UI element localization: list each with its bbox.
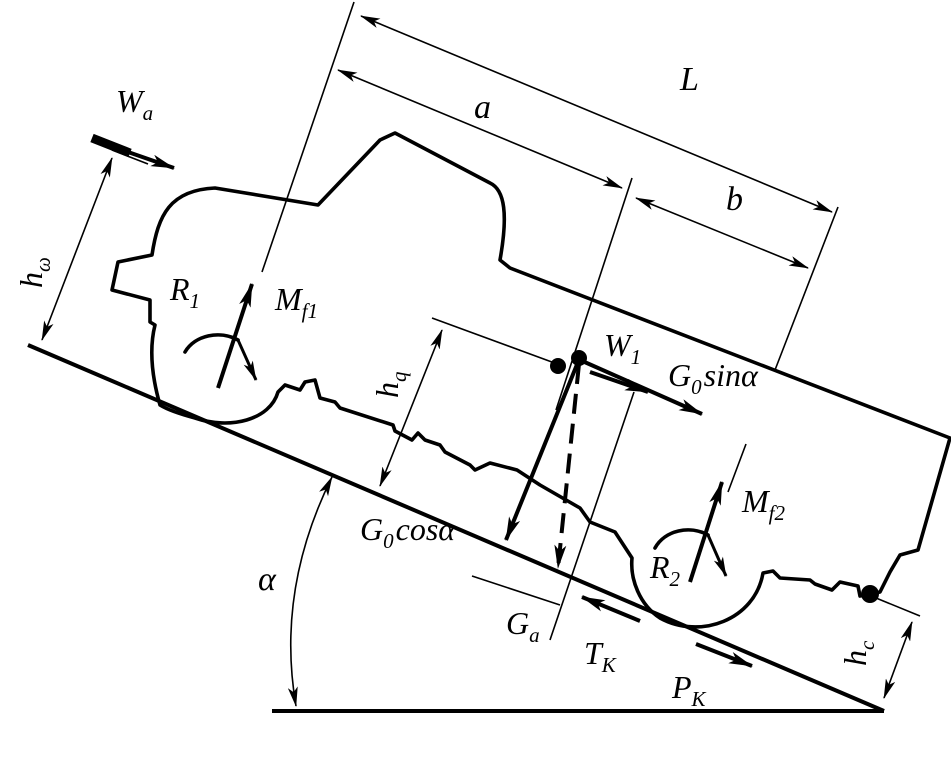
front-moment-arrow <box>236 339 258 381</box>
rear-reaction-arrow <box>688 481 724 583</box>
dimensions <box>41 15 913 699</box>
label-g0sin: G0sinα <box>668 357 759 399</box>
label-hw: hω <box>13 257 55 288</box>
reference-lines <box>111 1 921 641</box>
label-r2: R2 <box>649 549 681 591</box>
w1-arrow <box>589 370 649 394</box>
cg-point-1 <box>550 358 566 374</box>
dimension-hc <box>883 621 913 699</box>
dimension-a <box>337 69 623 189</box>
rear-moment-arrow <box>706 534 728 577</box>
forces <box>90 133 753 668</box>
ga-arrow <box>554 363 581 569</box>
label-pk: PK <box>671 669 707 711</box>
label-a: a <box>474 89 491 126</box>
slope-surface <box>27 343 885 713</box>
label-mf2: Mf2 <box>741 483 785 525</box>
tow-hitch <box>861 585 879 603</box>
cg-line-top <box>555 177 633 411</box>
front-reaction-arrow <box>216 283 254 389</box>
label-r1: R1 <box>169 271 200 313</box>
alpha-label: α <box>258 561 277 598</box>
label-g0cos: G0cosα <box>360 511 456 553</box>
g0cos-arrow <box>504 361 580 541</box>
rear-wheel-hub <box>653 528 710 550</box>
dimension-hq <box>379 329 443 487</box>
label-b: b <box>726 181 743 218</box>
rear-axle-line-bottom <box>727 443 747 493</box>
wind-force-arrow <box>127 150 175 170</box>
label-tk: TK <box>584 635 617 677</box>
wind-force-bar <box>90 133 132 158</box>
pk-arrow <box>695 642 753 668</box>
alpha-arc <box>287 476 333 707</box>
g0cos-reference-line <box>471 575 561 606</box>
label-wa: Wa <box>116 83 153 125</box>
slope-angle: α <box>258 476 333 707</box>
rear-axle-line-top <box>774 206 839 371</box>
hc-reference-line <box>875 597 921 617</box>
vehicle-outline <box>110 131 951 629</box>
label-hc: hc <box>837 640 879 666</box>
label-w1: W1 <box>604 327 641 369</box>
labels: L a b Wa hω R1 Mf1 hq W1 G0sinα Mf2 R2 <box>13 61 879 711</box>
front-axle-line <box>261 1 355 273</box>
dimension-L <box>360 15 833 213</box>
dimension-hw <box>41 157 113 341</box>
label-mf1: Mf1 <box>274 281 318 323</box>
dimension-b <box>635 197 809 269</box>
vehicle-body <box>110 131 951 629</box>
label-ga: Ga <box>506 605 540 647</box>
cg-line-bottom <box>549 391 635 641</box>
label-hq: hq <box>369 371 411 398</box>
tk-arrow <box>581 595 641 623</box>
hq-reference-line <box>431 317 561 366</box>
ground-lines <box>27 343 885 713</box>
label-L: L <box>679 61 699 98</box>
